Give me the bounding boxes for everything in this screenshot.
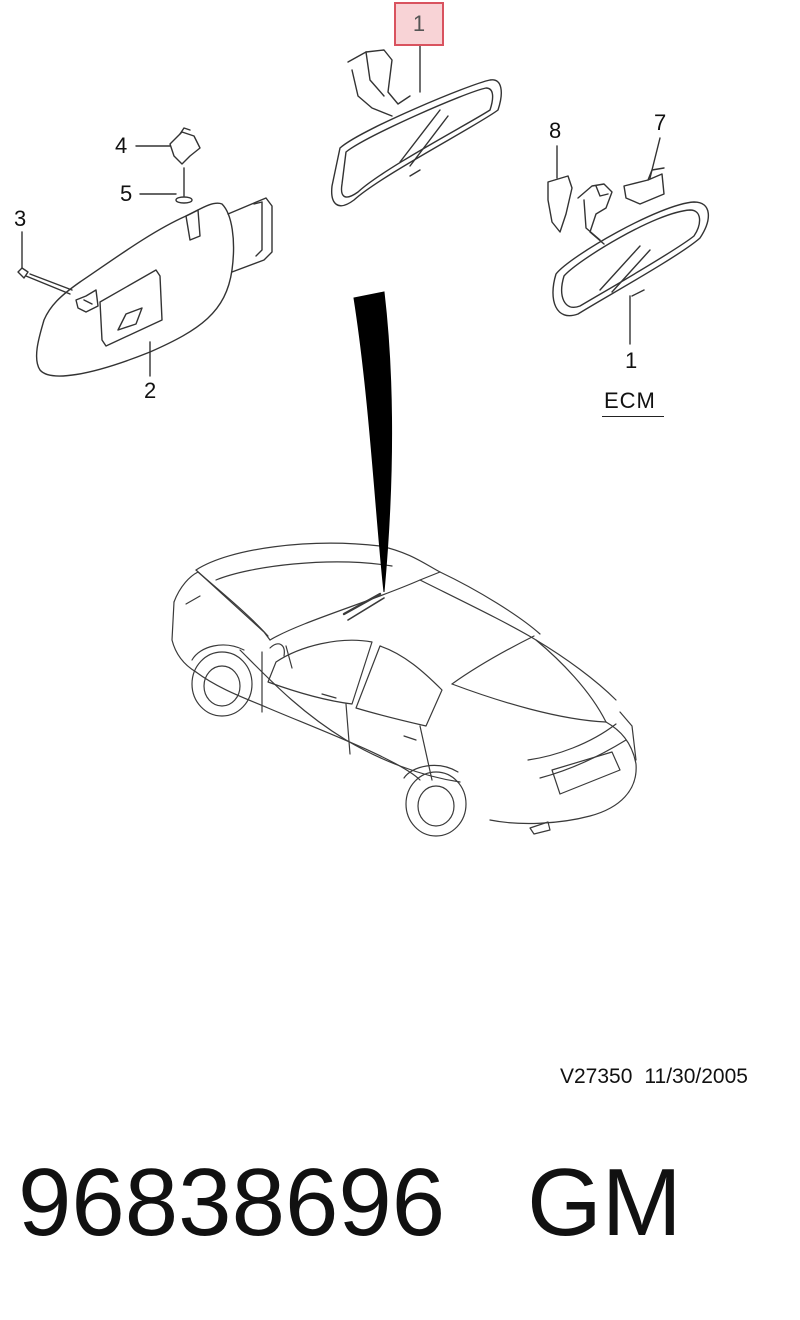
- callout-screw: 3: [14, 206, 27, 231]
- drawing-date: 11/30/2005: [644, 1065, 748, 1088]
- sun-visor: [35, 197, 273, 377]
- ecm-underline: [602, 416, 664, 417]
- drawing-reference: V27350 11/30/2005: [560, 1065, 760, 1089]
- pin-5: [175, 167, 193, 204]
- clip-4: [169, 127, 201, 165]
- ecm-label: ECM: [604, 388, 656, 413]
- drawing-code: V27350: [560, 1065, 633, 1088]
- leader-line-7: [649, 137, 661, 179]
- location-pointer-arrow: [353, 291, 393, 593]
- car-illustration: [171, 542, 637, 837]
- brand-name: GM: [527, 1149, 682, 1256]
- rearview-mirror-ecm: [547, 167, 709, 317]
- callout-sun-visor: 2: [144, 378, 157, 403]
- callout-highlighted-1[interactable]: 1: [394, 2, 444, 46]
- callout-highlighted-label: 1: [412, 11, 426, 36]
- callout-cover-8: 8: [549, 118, 562, 143]
- callout-clip: 4: [115, 133, 128, 158]
- callout-mirror-ecm: 1: [625, 348, 638, 373]
- rearview-mirror-top: [331, 49, 502, 207]
- part-number: 96838696: [18, 1149, 446, 1256]
- callout-pin: 5: [120, 181, 133, 206]
- screw-3: [17, 267, 73, 295]
- callout-cover-7: 7: [654, 110, 667, 135]
